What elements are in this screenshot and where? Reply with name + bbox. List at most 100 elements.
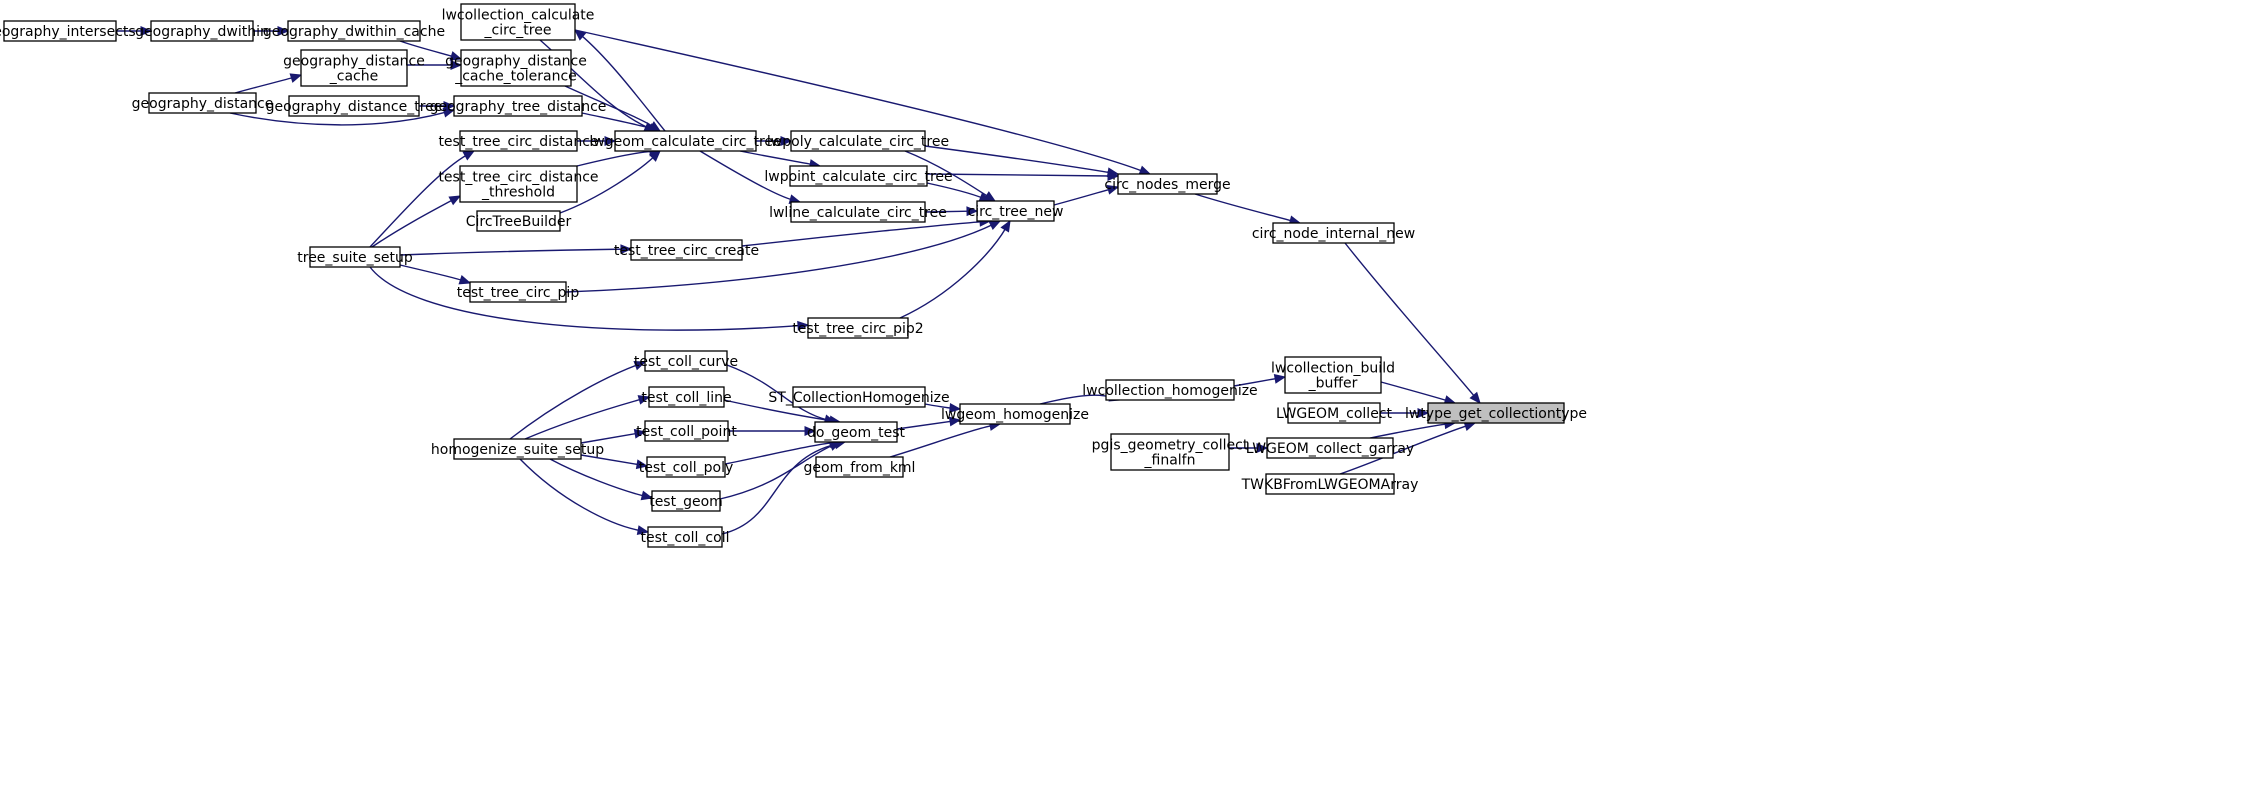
node-lwcollection_homogenize[interactable]: lwcollection_homogenize (1082, 379, 1258, 401)
node-circ_tree_new[interactable]: circ_tree_new (968, 200, 1064, 222)
node-box[interactable] (459, 165, 578, 203)
node-test_tree_circ_distance[interactable]: test_tree_circ_distance (438, 130, 599, 152)
node-lwgeom_calculate_circ_tree[interactable]: lwgeom_calculate_circ_tree (589, 130, 782, 152)
node-box[interactable] (644, 350, 728, 372)
node-box[interactable] (309, 246, 401, 268)
node-test_coll_point[interactable]: test_coll_point (636, 420, 737, 442)
node-box[interactable] (476, 210, 561, 232)
node-box[interactable] (150, 20, 254, 42)
node-box[interactable] (976, 200, 1055, 222)
node-test_coll_poly[interactable]: test_coll_poly (639, 456, 734, 478)
node-box[interactable] (814, 421, 898, 443)
node-box[interactable] (630, 239, 743, 261)
node-box[interactable] (651, 490, 721, 512)
node-box[interactable] (789, 165, 928, 187)
node-lwtype_get_collectiontype[interactable]: lwtype_get_collectiontype (1405, 402, 1587, 424)
node-geography_tree_distance[interactable]: geography_tree_distance (430, 95, 607, 117)
node-test_coll_curve[interactable]: test_coll_curve (634, 350, 738, 372)
node-box[interactable] (1284, 356, 1382, 394)
edge-line (234, 76, 294, 94)
arrowhead-icon (462, 150, 476, 161)
node-TWKBFromLWGEOMArray[interactable]: TWKBFromLWGEOMArray (1241, 473, 1419, 495)
arrowhead-icon (1469, 391, 1481, 404)
edges-layer (116, 26, 1481, 535)
node-test_coll_coll[interactable]: test_coll_coll (641, 526, 730, 548)
arrowhead-icon (140, 26, 153, 36)
node-box[interactable] (148, 92, 257, 114)
node-LWGEOM_collect[interactable]: LWGEOM_collect (1276, 402, 1393, 424)
node-geography_distance_tree[interactable]: geography_distance_tree (266, 95, 443, 117)
edge-line (509, 364, 638, 440)
node-geography_distance_cache_tolerance[interactable]: geography_distance_cache_tolerance (445, 49, 587, 87)
edge-line (580, 34, 666, 132)
node-circ_node_internal_new[interactable]: circ_node_internal_new (1252, 222, 1415, 244)
node-label: circ_node_internal_new (1252, 226, 1415, 242)
node-label: LWGEOM_collect (1276, 406, 1393, 422)
node-lwcollection_build_buffer[interactable]: lwcollection_build_buffer (1271, 356, 1395, 394)
node-box[interactable] (288, 95, 420, 117)
node-box[interactable] (287, 20, 421, 42)
node-box[interactable] (459, 130, 578, 152)
node-box[interactable] (1272, 222, 1395, 244)
node-box[interactable] (648, 386, 725, 408)
node-box[interactable] (469, 281, 567, 303)
node-box[interactable] (815, 456, 904, 478)
node-pgis_geometry_collect_finalfn[interactable]: pgis_geometry_collect_finalfn (1092, 433, 1249, 471)
node-test_tree_circ_create[interactable]: test_tree_circ_create (614, 239, 759, 261)
node-lwline_calculate_circ_tree[interactable]: lwline_calculate_circ_tree (769, 201, 947, 223)
node-box[interactable] (460, 49, 572, 87)
edge-line (924, 210, 970, 213)
node-lwpoint_calculate_circ_tree[interactable]: lwpoint_calculate_circ_tree (764, 165, 953, 187)
node-CircTreeBuilder[interactable]: CircTreeBuilder (466, 210, 572, 232)
node-test_geom[interactable]: test_geom (649, 490, 723, 512)
node-geography_distance[interactable]: geography_distance (132, 92, 274, 114)
node-box[interactable] (644, 420, 729, 442)
edge-tree_suite_setup-to-test_tree_circ_pip (399, 264, 472, 285)
node-ST_CollectionHomogenize[interactable]: ST_CollectionHomogenize (768, 386, 950, 408)
node-geography_dwithin_cache[interactable]: geography_dwithin_cache (263, 20, 445, 42)
edge-line (1344, 242, 1476, 398)
edge-line (741, 220, 983, 247)
node-geography_dwithin[interactable]: geography_dwithin (135, 20, 269, 42)
node-label: geom_from_kml (804, 460, 916, 476)
node-box[interactable] (1266, 437, 1394, 459)
node-box[interactable] (959, 403, 1071, 425)
node-box[interactable] (453, 95, 583, 117)
node-box[interactable] (1117, 173, 1218, 195)
node-box[interactable] (646, 456, 726, 478)
node-box[interactable] (1265, 473, 1395, 495)
node-test_tree_circ_distance_threshold[interactable]: test_tree_circ_distance_threshold (438, 165, 599, 203)
node-test_coll_line[interactable]: test_coll_line (641, 386, 732, 408)
node-LWGEOM_collect_garray[interactable]: LWGEOM_collect_garray (1246, 437, 1415, 459)
node-geography_distance_cache[interactable]: geography_distance_cache (283, 49, 425, 87)
node-lwgeom_homogenize[interactable]: lwgeom_homogenize (941, 403, 1089, 425)
node-label: geography_dwithin_cache (263, 24, 445, 40)
node-box[interactable] (792, 386, 926, 408)
node-geography_intersects[interactable]: geography_intersects (0, 20, 136, 42)
node-box[interactable] (1110, 433, 1230, 471)
node-box[interactable] (807, 317, 909, 339)
node-lwpoly_calculate_circ_tree[interactable]: lwpoly_calculate_circ_tree (767, 130, 949, 152)
node-homogenize_suite_setup[interactable]: homogenize_suite_setup (431, 438, 604, 460)
node-box[interactable] (1105, 379, 1235, 401)
node-box[interactable] (790, 201, 926, 223)
node-test_tree_circ_pip2[interactable]: test_tree_circ_pip2 (792, 317, 924, 339)
arrowhead-icon (949, 403, 962, 413)
node-box[interactable] (3, 20, 117, 42)
node-lwcollection_calculate_circ_tree[interactable]: lwcollection_calculate_circ_tree (442, 3, 595, 41)
node-test_tree_circ_pip[interactable]: test_tree_circ_pip (457, 281, 580, 303)
arrowhead-icon (458, 274, 472, 285)
node-box[interactable] (614, 130, 757, 152)
node-box[interactable] (647, 526, 723, 548)
node-box[interactable] (790, 130, 926, 152)
node-box[interactable] (300, 49, 408, 87)
node-do_geom_test[interactable]: do_geom_test (807, 421, 906, 443)
edge-circ_nodes_merge-to-circ_node_internal_new (1194, 193, 1302, 226)
node-tree_suite_setup[interactable]: tree_suite_setup (297, 246, 413, 268)
node-box[interactable] (460, 3, 576, 41)
node-circ_nodes_merge[interactable]: circ_nodes_merge (1104, 173, 1231, 195)
node-geom_from_kml[interactable]: geom_from_kml (804, 456, 916, 478)
node-box[interactable] (1287, 402, 1381, 424)
node-box[interactable] (453, 438, 582, 460)
node-box[interactable] (1427, 402, 1565, 424)
